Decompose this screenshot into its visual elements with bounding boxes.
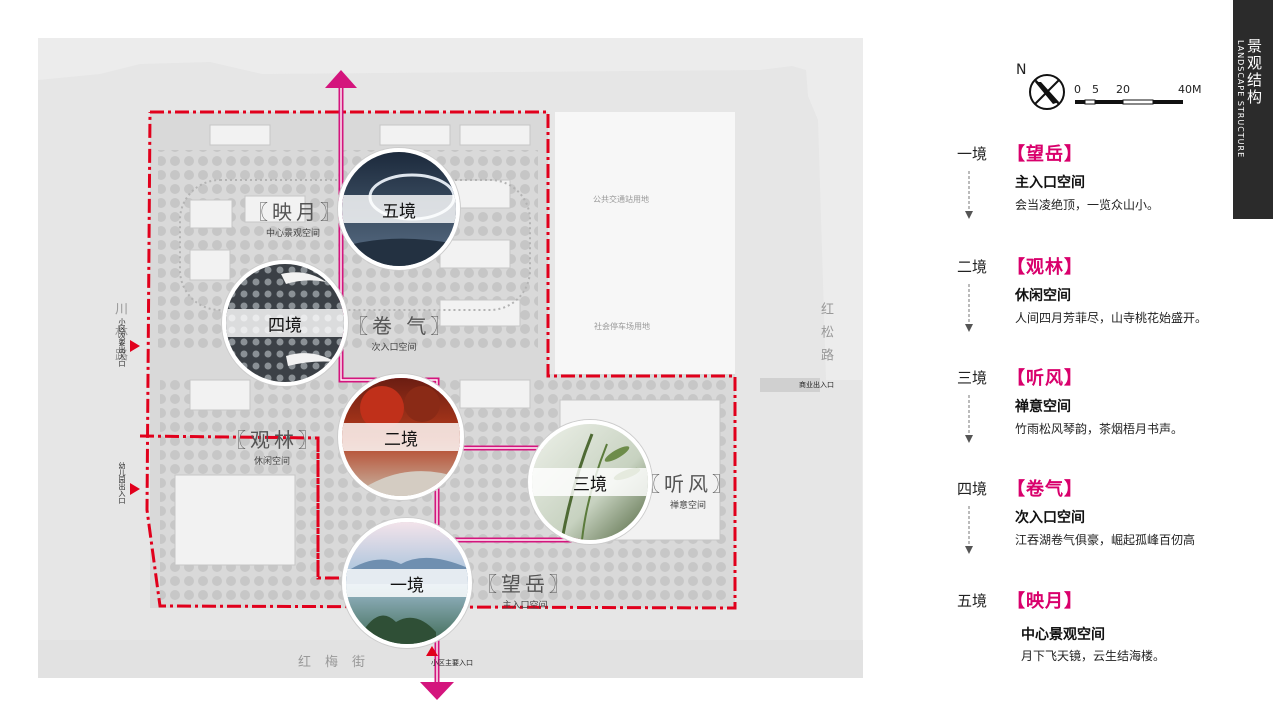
circle-three: 三境: [528, 420, 652, 544]
stage-number: 一境: [957, 145, 988, 163]
gate-south: 小区主要入口: [431, 659, 473, 667]
bracket-sub: 中心景观空间: [265, 229, 320, 239]
circle-two: 二境: [338, 374, 464, 500]
stage-space: 禅意空间: [1015, 399, 1071, 415]
bracket-sub: 主入口空间: [502, 601, 548, 611]
circle-label: 三境: [532, 468, 648, 496]
down-arrow-icon: [965, 284, 973, 332]
stage-space: 休闲空间: [1015, 288, 1071, 304]
scale-label-40m: 40M: [1178, 83, 1202, 96]
bracket-title: 〖听风〗: [640, 472, 736, 496]
gate-west-bottom: 幼儿园出入口: [118, 462, 126, 504]
section-title-en: LANDSCAPE STRUCTURE: [1236, 40, 1245, 159]
site-plan: 川林路 红松路 红梅街 公共交通站用地 社会停车场用地 小区次要出入口 幼儿园出…: [38, 38, 863, 700]
north-label: N: [1016, 62, 1027, 78]
stage-poem: 月下飞天镜，云生结海楼。: [1021, 649, 1166, 663]
stage-poem: 竹雨松风琴韵，茶烟梧月书声。: [1015, 422, 1184, 436]
bracket-title: 〖映月〗: [248, 200, 344, 224]
scale-bar: [1029, 74, 1183, 110]
bracket-sub: 休闲空间: [253, 457, 290, 467]
stage-name: 【卷气】: [1007, 479, 1083, 500]
stage-name: 【听风】: [1007, 368, 1083, 389]
circle-five: 五境: [338, 148, 460, 270]
stage-number: 五境: [957, 592, 988, 610]
bracket-title: 〖观林〗: [226, 428, 322, 452]
stage-space: 中心景观空间: [1021, 627, 1105, 643]
scale-label-20: 20: [1116, 83, 1130, 96]
bracket-juanqi: 〖卷 气〗 次入口空间: [348, 310, 455, 353]
bracket-yingyue: 〖映月〗 中心景观空间: [248, 196, 344, 239]
circle-label: 四境: [226, 309, 344, 337]
stage-name: 【映月】: [1007, 591, 1083, 612]
stage-poem: 人间四月芳菲尽，山寺桃花始盛开。: [1015, 311, 1208, 325]
bracket-sub: 次入口空间: [371, 343, 417, 353]
stage-name: 【望岳】: [1007, 144, 1083, 165]
stage-space: 次入口空间: [1015, 510, 1085, 526]
stage-poem: 会当凌绝顶，一览众山小。: [1015, 198, 1160, 212]
zone-transit-label: 公共交通站用地: [593, 195, 649, 204]
section-title-cn: 景观结构: [1245, 38, 1263, 106]
stage-number: 二境: [957, 258, 988, 276]
circle-label: 五境: [342, 195, 456, 223]
down-arrow-icon: [965, 506, 973, 554]
circle-label: 二境: [342, 423, 460, 451]
gate-east: 商业出入口: [799, 381, 834, 389]
compass-icon: [1029, 74, 1065, 110]
stage-poem: 江吞湖卷气俱豪，崛起孤峰百仞高: [1015, 533, 1196, 547]
bracket-tingfeng: 〖听风〗 禅意空间: [640, 468, 736, 511]
zone-parking-label: 社会停车场用地: [594, 322, 650, 331]
circle-label: 一境: [346, 569, 468, 597]
street-east: 红松路: [818, 302, 833, 371]
circle-one: 一境: [342, 518, 472, 648]
bracket-title: 〖望岳〗: [477, 572, 573, 596]
street-south: 红梅街: [298, 655, 380, 670]
street-west: 川林路: [112, 302, 127, 371]
scale-label-5: 5: [1092, 83, 1099, 96]
circle-four: 四境: [222, 260, 348, 386]
bracket-sub: 禅意空间: [669, 501, 706, 511]
stage-space: 主入口空间: [1015, 175, 1085, 191]
stage-number: 四境: [957, 480, 988, 498]
stage-number: 三境: [957, 369, 988, 387]
stage-name: 【观林】: [1007, 257, 1083, 278]
down-arrow-icon: [965, 171, 973, 219]
bracket-guanlin: 〖观林〗 休闲空间: [226, 424, 318, 467]
section-tag: 景观结构 LANDSCAPE STRUCTURE: [1233, 0, 1273, 219]
bracket-wangyue: 〖望岳〗 主入口空间: [476, 568, 574, 611]
gate-west-top: 小区次要出入口: [118, 318, 126, 367]
scale-label-0: 0: [1074, 83, 1081, 96]
down-arrow-icon: [965, 395, 973, 443]
bracket-title: 〖卷 气〗: [348, 314, 455, 338]
